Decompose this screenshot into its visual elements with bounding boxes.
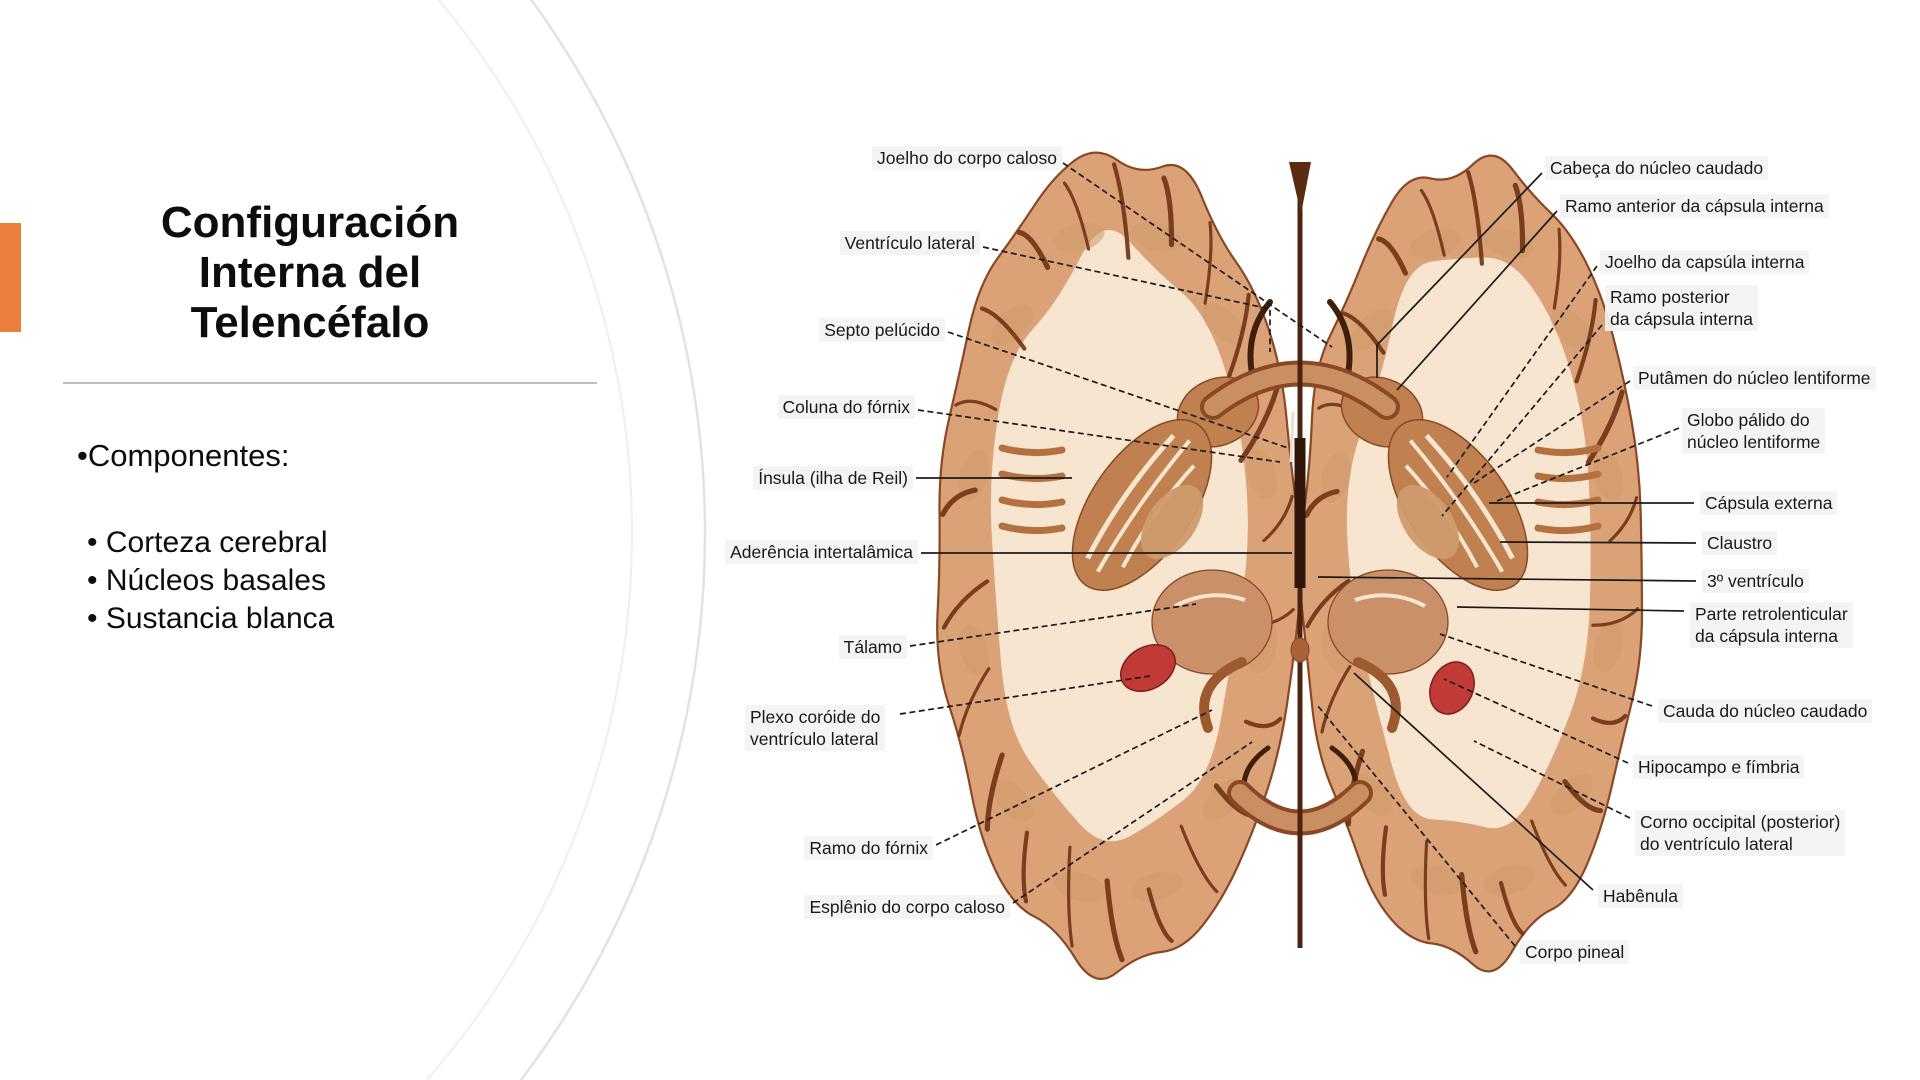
label-insula: Ínsula (ilha de Reil) xyxy=(753,466,913,490)
leader-line xyxy=(899,675,1151,715)
leader-lines xyxy=(899,162,1697,947)
leader-line xyxy=(1496,427,1680,502)
leader-line xyxy=(1396,210,1558,391)
leader-line xyxy=(1473,380,1631,484)
theme-ring-arc xyxy=(425,0,706,1080)
label-cauda-nucleo-caudado: Cauda do núcleo caudado xyxy=(1658,699,1873,723)
page-title: Configuración Interna del Telencéfalo xyxy=(160,198,460,348)
component-item: • Sustancia blanca xyxy=(87,602,335,635)
leader-line xyxy=(1317,576,1697,582)
label-putamen: Putâmen do núcleo lentiforme xyxy=(1633,366,1876,390)
label-esplenio-corpo-caloso: Esplênio do corpo caloso xyxy=(804,895,1010,919)
components-heading: •Componentes: xyxy=(77,438,290,473)
title-divider xyxy=(63,382,597,384)
leader-line xyxy=(982,246,1271,352)
label-plexo-coroide: Plexo coróide do ventrículo lateral xyxy=(745,705,886,751)
label-parte-retrolenticular: Parte retrolenticular da cápsula interna xyxy=(1690,602,1853,648)
label-ramo-posterior-capsula: Ramo posterior da cápsula interna xyxy=(1605,285,1759,331)
label-terceiro-ventriculo: 3º ventrículo xyxy=(1702,569,1809,593)
label-cabeca-nucleo-caudado: Cabeça do núcleo caudado xyxy=(1545,156,1769,180)
leader-line xyxy=(1443,678,1629,764)
component-item: • Núcleos basales xyxy=(87,564,326,597)
label-ramo-anterior-capsula: Ramo anterior da cápsula interna xyxy=(1560,194,1829,218)
label-joelho-capsula: Joelho da capsúla interna xyxy=(1600,250,1810,274)
leader-line xyxy=(1012,741,1253,904)
label-corpo-pineal: Corpo pineal xyxy=(1520,940,1630,964)
leader-line xyxy=(1499,541,1697,544)
leader-line xyxy=(1473,740,1631,819)
leader-line xyxy=(1317,705,1516,947)
label-septo-pelucido: Septo pelúcido xyxy=(819,318,945,342)
label-habenula: Habênula xyxy=(1598,884,1683,908)
leader-line xyxy=(1446,265,1598,478)
leader-line xyxy=(1456,606,1685,612)
leader-line xyxy=(917,409,1281,463)
brain-section xyxy=(936,151,1644,981)
label-corno-occipital: Corno occipital (posterior) do ventrícul… xyxy=(1635,810,1846,856)
label-talamo: Tálamo xyxy=(838,635,907,659)
label-coluna-fornix: Coluna do fórnix xyxy=(777,395,915,419)
label-hipocampo-fimbria: Hipocampo e fímbria xyxy=(1633,755,1805,779)
leader-line xyxy=(947,331,1289,449)
components-list: • Corteza cerebral • Núcleos basales • S… xyxy=(87,524,334,638)
leader-line xyxy=(1062,162,1333,348)
leader-line xyxy=(1441,324,1603,517)
label-ramo-fornix: Ramo do fórnix xyxy=(804,836,933,860)
leader-line xyxy=(1353,672,1594,891)
label-ventriculo-lateral: Ventrículo lateral xyxy=(839,231,980,255)
label-aderencia-intertalamica: Aderência intertalâmica xyxy=(725,540,918,564)
label-joelho-corpo-caloso: Joelho do corpo caloso xyxy=(872,146,1062,170)
label-capsula-externa: Cápsula externa xyxy=(1700,491,1838,515)
leader-line xyxy=(935,709,1213,846)
label-globo-palido: Globo pálido do núcleo lentiforme xyxy=(1682,408,1826,454)
leader-line xyxy=(909,603,1197,647)
leader-line xyxy=(1376,172,1543,378)
accent-bar xyxy=(0,223,21,332)
component-item: • Corteza cerebral xyxy=(87,526,328,559)
label-claustro: Claustro xyxy=(1702,531,1778,555)
